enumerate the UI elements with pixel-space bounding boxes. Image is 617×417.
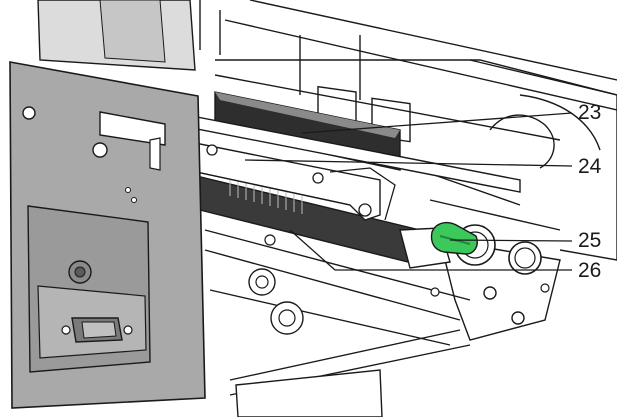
- callout-25: 25: [578, 229, 602, 252]
- green-lever: [430, 221, 478, 255]
- callout-26: 26: [578, 259, 602, 282]
- serial-port-connector: [61, 317, 133, 343]
- callout-23: 23: [578, 101, 602, 124]
- leader-line-23: [301, 112, 573, 134]
- roller-teeth: [229, 178, 303, 214]
- upper-frame: [199, 0, 617, 261]
- bracket-screw: [92, 142, 108, 158]
- leader-lines: [244, 112, 573, 271]
- callout-24: 24: [578, 155, 602, 178]
- leader-line-24: [244, 159, 573, 167]
- leader-line-26: [289, 229, 336, 271]
- leader-line-25: [449, 239, 573, 242]
- panel-screw-top: [22, 106, 36, 120]
- bottom-opening: [235, 369, 383, 417]
